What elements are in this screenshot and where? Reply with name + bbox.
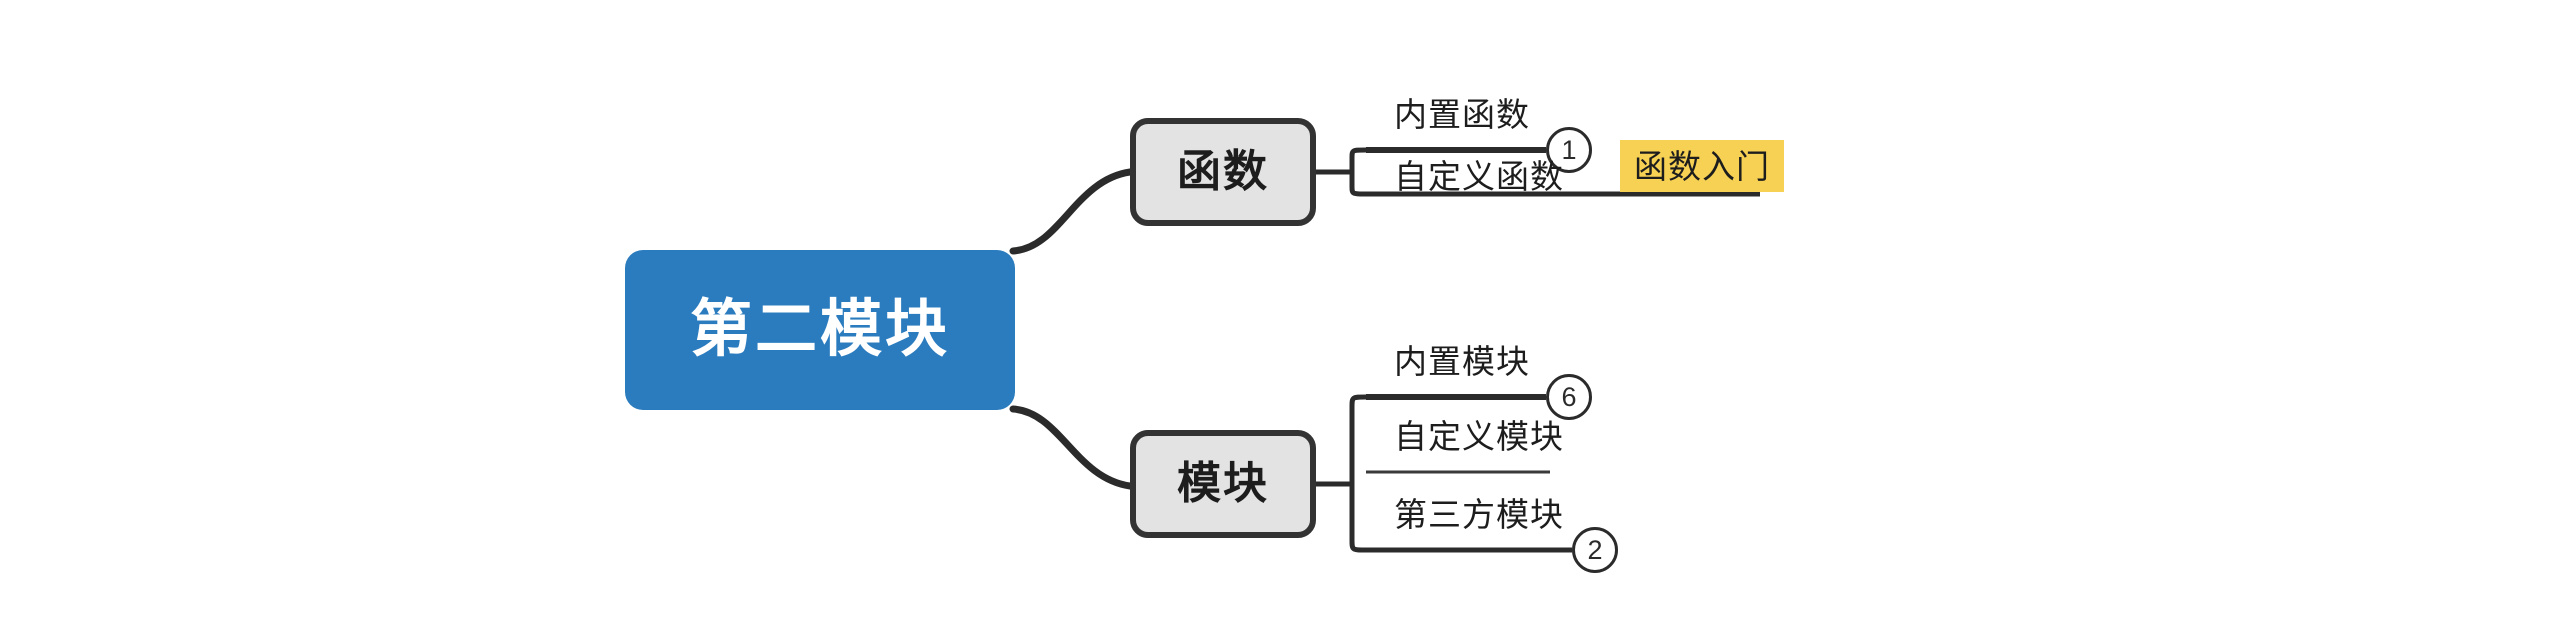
branch-node-modules-label: 模块 xyxy=(1177,459,1269,508)
branch-node-modules[interactable]: 模块 xyxy=(1130,430,1316,538)
edge-root-to-functions xyxy=(1009,168,1134,255)
root-node[interactable]: 第二模块 xyxy=(625,250,1015,410)
branch-node-functions-label: 函数 xyxy=(1177,147,1269,196)
leaf-label-builtin-module[interactable]: 内置模块 xyxy=(1394,343,1530,380)
edge-functions-spine xyxy=(1349,147,1369,197)
tag-function-intro[interactable]: 函数入门 xyxy=(1620,140,1784,192)
badge-thirdparty-module-value: 2 xyxy=(1587,534,1603,565)
leaf-label-custom-function[interactable]: 自定义函数 xyxy=(1394,158,1564,195)
leaf-label-builtin-function[interactable]: 内置函数 xyxy=(1394,96,1530,133)
edge-modules-spine xyxy=(1349,394,1369,553)
root-node-label: 第二模块 xyxy=(689,295,950,364)
edge-root-to-modules xyxy=(1009,405,1134,490)
badge-thirdparty-module-count[interactable]: 2 xyxy=(1572,527,1618,573)
branch-node-functions[interactable]: 函数 xyxy=(1130,118,1316,226)
tag-function-intro-label: 函数入门 xyxy=(1634,147,1770,185)
badge-builtin-module-count[interactable]: 6 xyxy=(1546,374,1592,420)
badge-builtin-function-count[interactable]: 1 xyxy=(1546,127,1592,173)
leaf-label-custom-module[interactable]: 自定义模块 xyxy=(1394,418,1564,455)
badge-builtin-function-value: 1 xyxy=(1561,134,1577,165)
leaf-label-thirdparty-module[interactable]: 第三方模块 xyxy=(1394,496,1564,533)
badge-builtin-module-value: 6 xyxy=(1561,381,1577,412)
